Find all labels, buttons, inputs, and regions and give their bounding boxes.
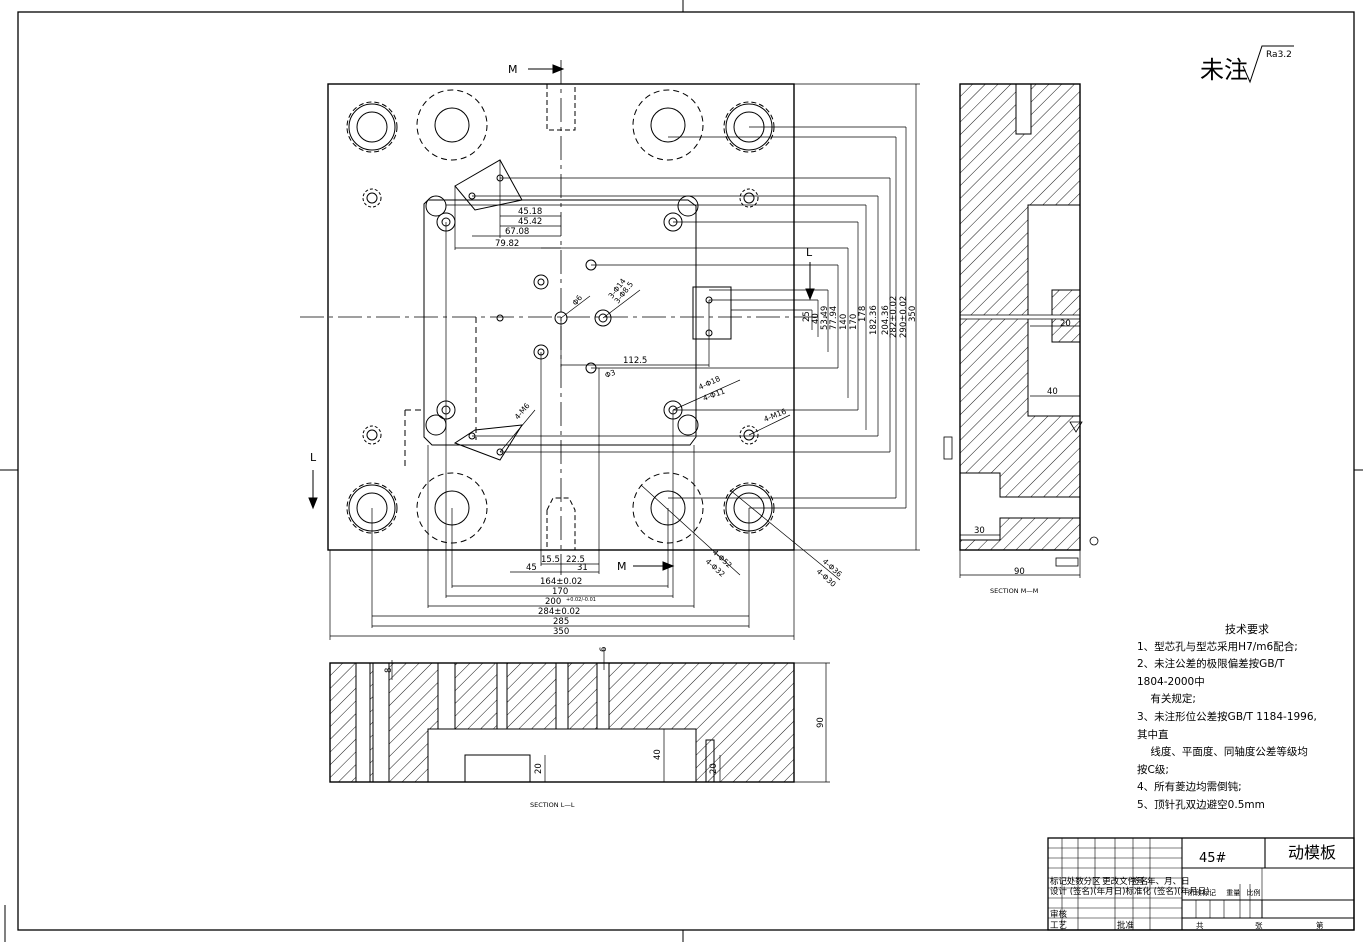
svg-text:SECTION L—L: SECTION L—L xyxy=(530,801,575,809)
svg-text:284±0.02: 284±0.02 xyxy=(538,607,580,617)
svg-text:4-M6: 4-M6 xyxy=(513,401,532,421)
svg-text:182.36: 182.36 xyxy=(869,305,879,335)
section-mm-view xyxy=(943,83,1099,578)
tech-note-line: 5、顶针孔双边避空0.5mm xyxy=(1137,798,1265,811)
svg-text:20: 20 xyxy=(709,763,719,774)
tech-note-line: 按C级; xyxy=(1137,763,1169,776)
svg-text:40: 40 xyxy=(653,749,663,760)
svg-text:170: 170 xyxy=(552,587,568,597)
tech-note-line: 线度、平面度、同轴度公差等级均 xyxy=(1137,746,1308,759)
svg-text:22.5: 22.5 xyxy=(566,555,585,565)
section-label-l-left: L xyxy=(310,451,317,464)
svg-text:批准: 批准 xyxy=(1117,920,1135,931)
svg-text:90: 90 xyxy=(816,717,826,728)
screw-holes xyxy=(362,188,759,445)
svg-text:77.94: 77.94 xyxy=(829,306,839,330)
svg-text:45: 45 xyxy=(526,563,537,573)
svg-text:Φ3: Φ3 xyxy=(604,368,617,380)
main-dimension-texts: 45.18 45.42 67.08 79.82 112.5 15.5 22.5 … xyxy=(495,207,918,637)
cavity-outline xyxy=(423,199,697,446)
svg-text:40: 40 xyxy=(1047,387,1058,397)
svg-text:未注: 未注 xyxy=(1200,56,1248,84)
tech-note-line: 4、所有菱边均需倒钝; xyxy=(1137,781,1242,794)
svg-text:40: 40 xyxy=(811,313,821,324)
sheet-border xyxy=(17,11,1355,931)
section-ll-dims: 8 6 40 20 20 90 SECTION L—L xyxy=(384,647,826,809)
svg-text:+0.02/-0.01: +0.02/-0.01 xyxy=(566,597,596,603)
svg-text:45.18: 45.18 xyxy=(518,207,542,217)
svg-text:Ra3.2: Ra3.2 xyxy=(1266,50,1292,60)
svg-text:282±0.02: 282±0.02 xyxy=(889,296,899,338)
svg-text:15.5: 15.5 xyxy=(541,555,560,565)
surface-roughness-note: 未注 Ra3.2 xyxy=(1200,45,1294,84)
svg-text:31: 31 xyxy=(577,563,588,573)
svg-text:第: 第 xyxy=(1316,920,1324,930)
tech-note-line: 1804-2000中 xyxy=(1137,675,1205,688)
title-block-texts: 45# 动模板 标记 处数 分区 更改文件号 签名 年、月、日 设计 (签名)(… xyxy=(1050,843,1336,931)
svg-text:20: 20 xyxy=(534,763,544,774)
svg-text:79.82: 79.82 xyxy=(495,239,519,249)
svg-text:工艺: 工艺 xyxy=(1050,921,1067,931)
svg-text:170: 170 xyxy=(849,314,859,330)
svg-text:200: 200 xyxy=(545,597,561,607)
svg-text:178: 178 xyxy=(858,306,868,322)
section-mm-dims: 20 40 30 90 SECTION M—M xyxy=(974,319,1071,595)
svg-text:20: 20 xyxy=(1060,319,1071,329)
svg-text:350: 350 xyxy=(553,627,569,637)
svg-text:8: 8 xyxy=(384,668,394,673)
title-block xyxy=(1047,837,1355,931)
technical-requirements: 技术要求 1、型芯孔与型芯采用H7/m6配合; 2、未注公差的极限偏差按GB/T… xyxy=(1137,621,1337,815)
tech-note-line: 其中直 xyxy=(1137,728,1169,741)
svg-text:4-M16: 4-M16 xyxy=(762,407,787,424)
svg-text:53.49: 53.49 xyxy=(820,306,830,330)
section-label-l-right: L xyxy=(806,246,813,259)
main-dimension-lines xyxy=(329,83,920,640)
svg-text:标记 处数 分区 更改文: 标记 处数 分区 更改文件号 签名 年、月、日 xyxy=(1050,876,1190,887)
tech-note-line: 2、未注公差的极限偏差按GB/T xyxy=(1137,658,1285,671)
svg-text:67.08: 67.08 xyxy=(505,227,529,237)
svg-text:6: 6 xyxy=(599,647,609,652)
svg-text:290±0.02: 290±0.02 xyxy=(899,296,909,338)
section-label-m-bottom: M xyxy=(617,560,627,573)
tech-note-line: 1、型芯孔与型芯采用H7/m6配合; xyxy=(1137,640,1298,653)
svg-text:阶段标记 重量 比例: 阶段标记 重量 比例 xyxy=(1188,888,1260,897)
tech-note-line: 3、未注形位公差按GB/T 1184-1996, xyxy=(1137,710,1317,723)
svg-text:350: 350 xyxy=(908,306,918,322)
svg-text:90: 90 xyxy=(1014,567,1025,577)
technical-requirements-title: 技术要求 xyxy=(1225,623,1269,636)
svg-text:30: 30 xyxy=(974,526,985,536)
svg-text:审核: 审核 xyxy=(1050,909,1068,920)
svg-text:SECTION M—M: SECTION M—M xyxy=(990,587,1038,595)
section-ll-view xyxy=(329,648,830,783)
svg-text:204.36: 204.36 xyxy=(881,305,891,335)
svg-text:285: 285 xyxy=(553,617,569,627)
svg-text:112.5: 112.5 xyxy=(623,356,647,366)
section-label-m-top: M xyxy=(508,63,518,76)
svg-text:45.42: 45.42 xyxy=(518,217,542,227)
tech-note-line: 有关规定; xyxy=(1137,693,1196,706)
svg-text:共: 共 xyxy=(1196,921,1204,930)
svg-text:动模板: 动模板 xyxy=(1288,843,1336,862)
bolt-holes xyxy=(416,89,704,544)
svg-text:164±0.02: 164±0.02 xyxy=(540,577,582,587)
svg-text:Φ6: Φ6 xyxy=(570,293,584,307)
svg-text:张: 张 xyxy=(1255,921,1263,930)
svg-text:140: 140 xyxy=(839,314,849,330)
svg-text:设计 (签名)(年月日)标准化 (签名)(年月日): 设计 (签名)(年月日)标准化 (签名)(年月日) xyxy=(1050,886,1209,897)
guide-holes xyxy=(346,101,775,534)
svg-text:25: 25 xyxy=(802,311,812,322)
section-arrows xyxy=(308,64,815,571)
svg-text:45#: 45# xyxy=(1199,851,1226,866)
